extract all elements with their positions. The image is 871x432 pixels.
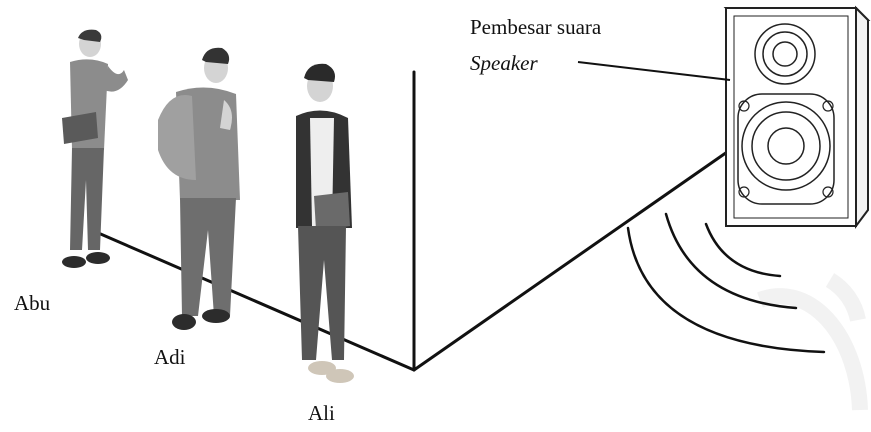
speaker-woofer (737, 93, 835, 205)
person-label-ali: Ali (308, 401, 335, 425)
speaker-tweeter (754, 23, 816, 85)
floor-line-right (412, 148, 732, 372)
sound-wave-arcs (626, 212, 826, 354)
person-ali-figure (296, 63, 354, 383)
floor-line-left (94, 230, 416, 372)
speaker-label-malay: Pembesar suara (470, 15, 602, 39)
person-label-adi: Adi (154, 345, 186, 369)
speaker-label-pointer (577, 61, 731, 81)
wall-lines (94, 70, 732, 372)
sound-wave-outer (626, 226, 826, 354)
person-label-abu: Abu (14, 291, 51, 315)
background-watermark (757, 273, 868, 411)
person-abu-figure (62, 29, 128, 268)
sound-wave-inner (704, 222, 782, 278)
speaker-graphic (723, 5, 871, 229)
speaker-label-english: Speaker (470, 51, 538, 75)
sound-wave-middle (664, 212, 798, 310)
speaker-side-face (855, 5, 869, 229)
person-adi-figure (158, 47, 240, 330)
speaker-front-face (725, 7, 857, 227)
